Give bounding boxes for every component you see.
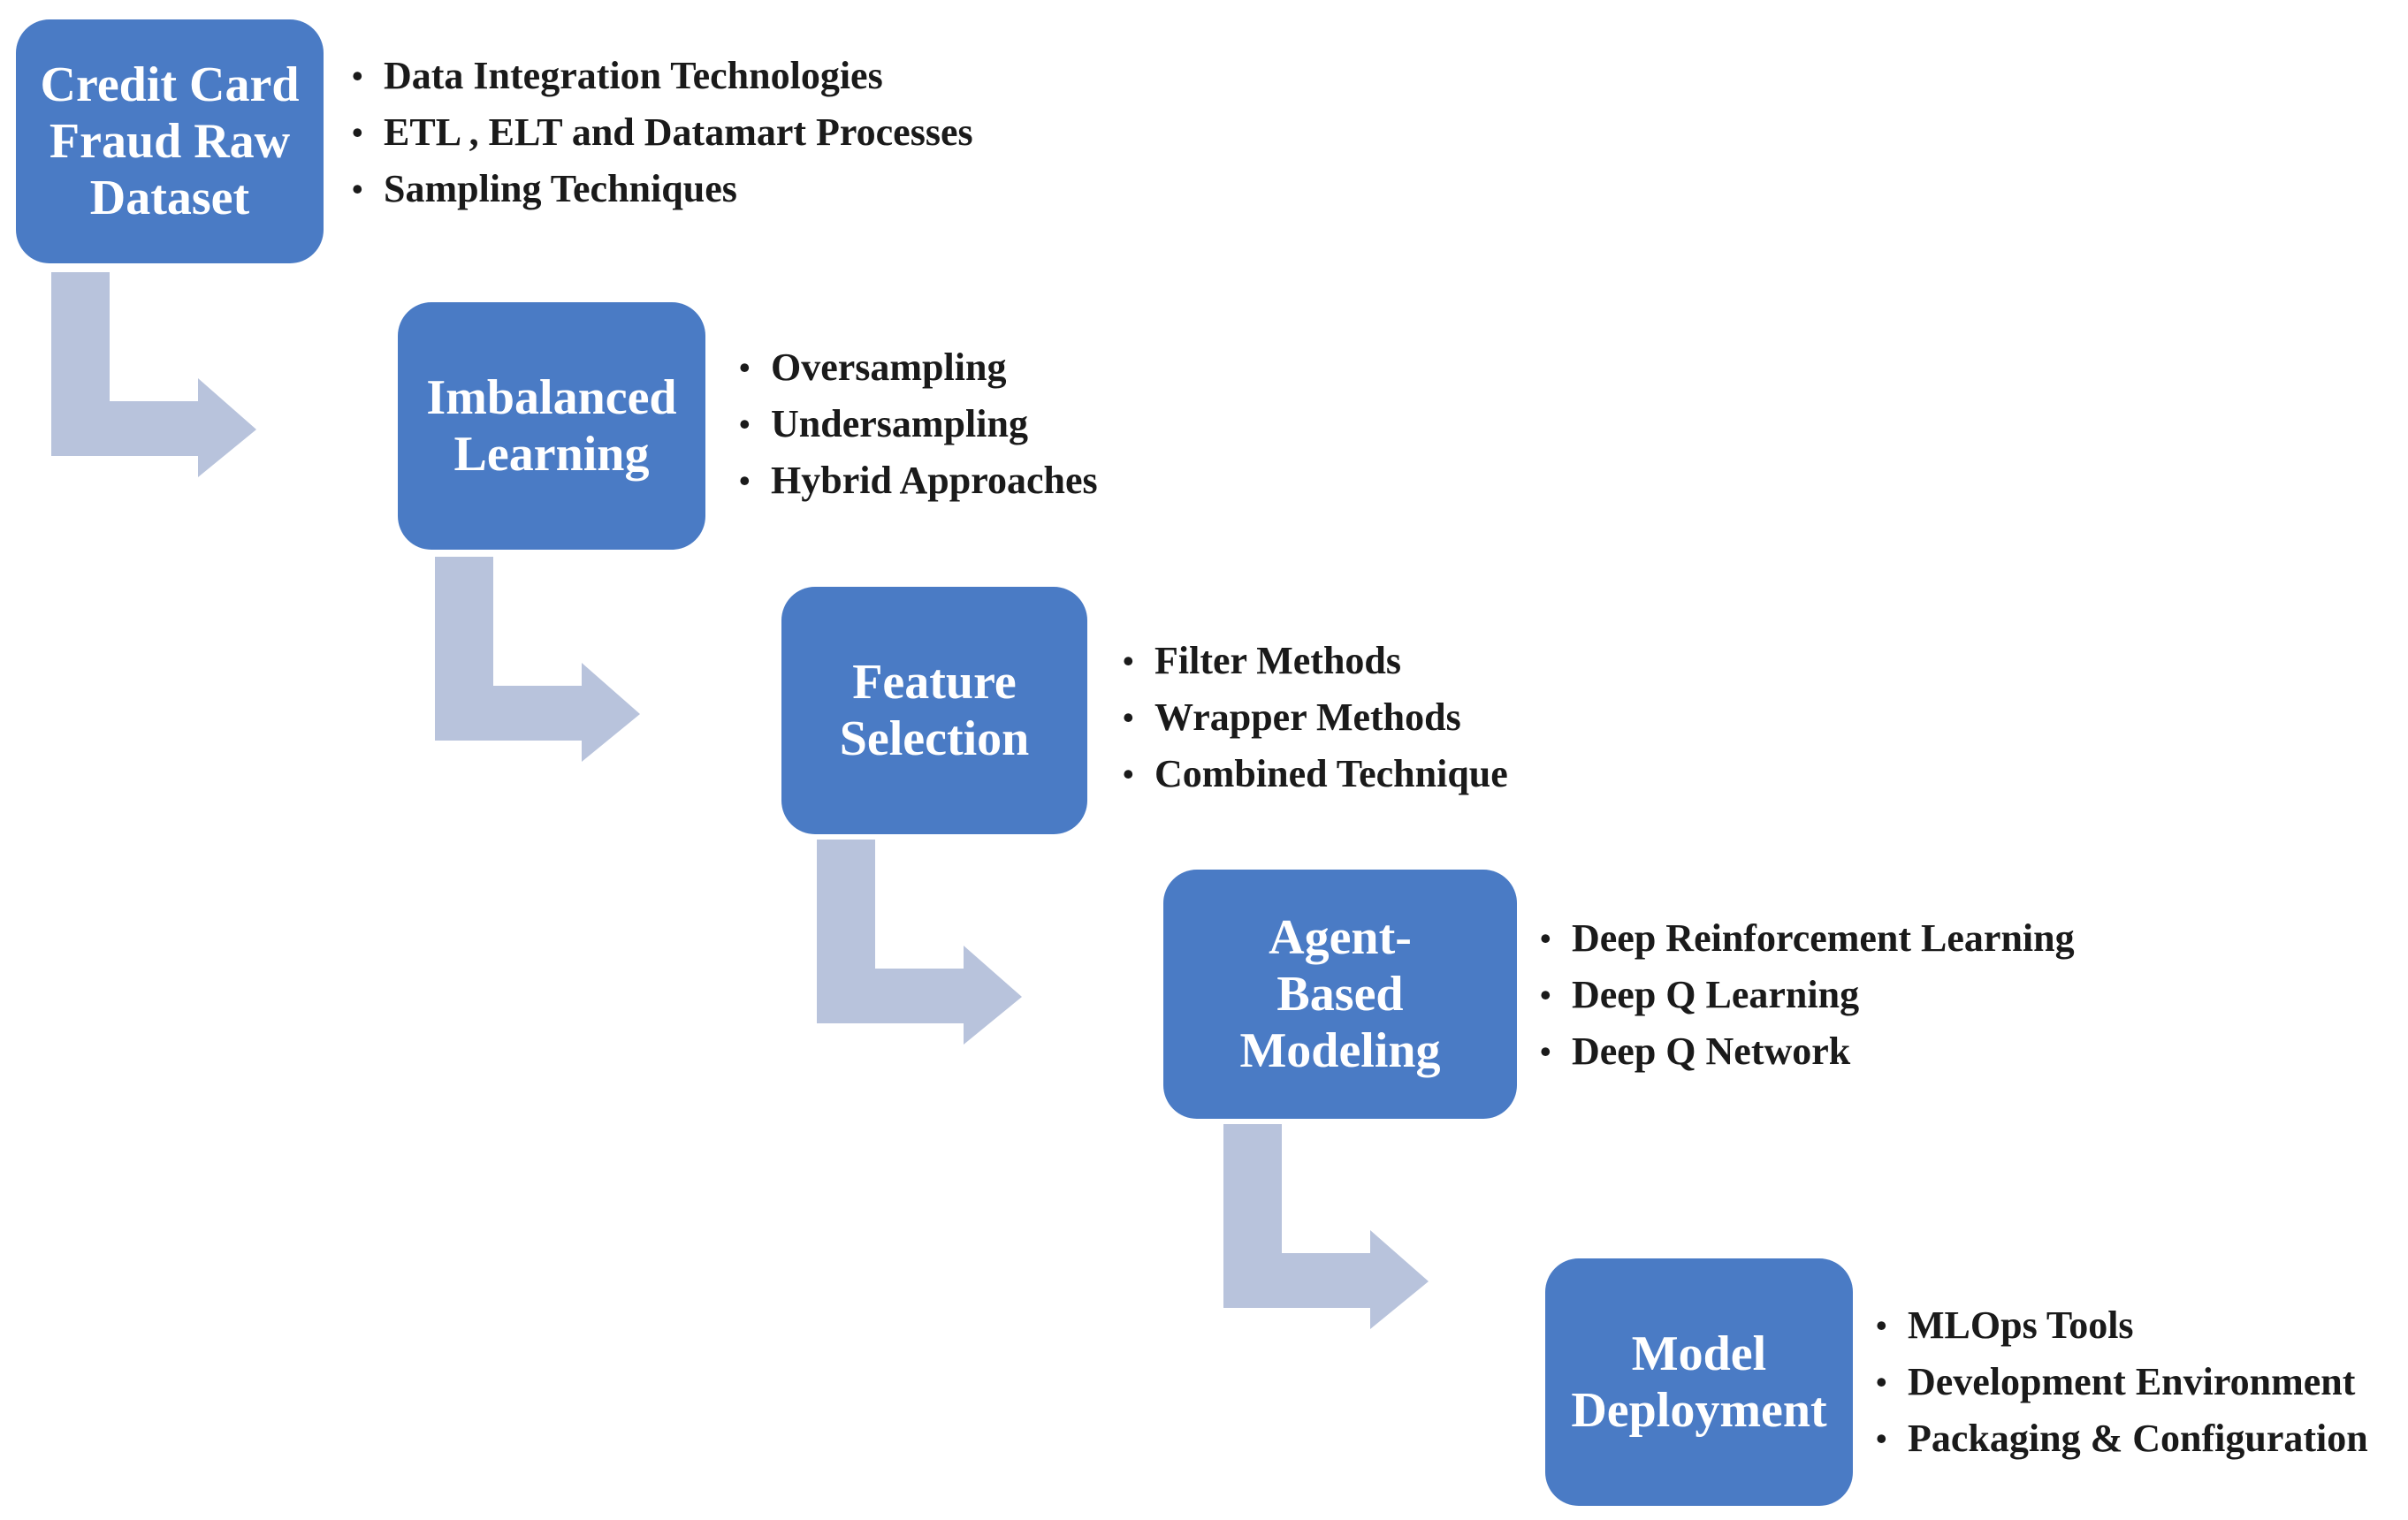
bullet-item: Sampling Techniques bbox=[352, 161, 973, 217]
bullet-item: ETL , ELT and Datamart Processes bbox=[352, 104, 973, 161]
stage-bullets-feature-selection: Filter Methods Wrapper Methods Combined … bbox=[1123, 633, 1508, 802]
flow-arrow-4 bbox=[1223, 1124, 1429, 1329]
bullet-item: Packaging & Configuration bbox=[1876, 1410, 2368, 1467]
stage-title-line: Selection bbox=[839, 711, 1030, 766]
bullet-item: Oversampling bbox=[739, 339, 1098, 396]
bullet-item: Development Environment bbox=[1876, 1354, 2368, 1410]
bullet-item: Undersampling bbox=[739, 396, 1098, 452]
stage-title-line: Agent- bbox=[1269, 910, 1412, 965]
stage-box-raw-dataset: Credit Card Fraud Raw Dataset bbox=[16, 19, 324, 263]
bullet-item: Wrapper Methods bbox=[1123, 689, 1508, 746]
flow-arrow-3 bbox=[817, 840, 1022, 1045]
stage-bullets-model-deployment: MLOps Tools Development Environment Pack… bbox=[1876, 1297, 2368, 1467]
stage-bullets-imbalanced-learning: Oversampling Undersampling Hybrid Approa… bbox=[739, 339, 1098, 509]
stage-box-feature-selection: Feature Selection bbox=[781, 587, 1087, 834]
flow-arrow-1 bbox=[51, 272, 256, 477]
bullet-item: Filter Methods bbox=[1123, 633, 1508, 689]
stage-bullets-agent-based-modeling: Deep Reinforcement Learning Deep Q Learn… bbox=[1540, 910, 2075, 1080]
stage-title-line: Fraud Raw bbox=[49, 114, 291, 169]
stage-bullets-raw-dataset: Data Integration Technologies ETL , ELT … bbox=[352, 48, 973, 217]
bullet-item: Deep Reinforcement Learning bbox=[1540, 910, 2075, 967]
bullet-item: MLOps Tools bbox=[1876, 1297, 2368, 1354]
stage-box-imbalanced-learning: Imbalanced Learning bbox=[398, 302, 705, 550]
stage-title-line: Feature bbox=[852, 655, 1017, 710]
flow-arrow-2 bbox=[435, 557, 640, 762]
stage-title-line: Modeling bbox=[1239, 1023, 1441, 1078]
bullet-item: Combined Technique bbox=[1123, 746, 1508, 802]
bullet-item: Data Integration Technologies bbox=[352, 48, 973, 104]
stage-title-line: Imbalanced bbox=[426, 370, 677, 425]
stage-title-line: Dataset bbox=[89, 171, 250, 225]
bullet-item: Deep Q Learning bbox=[1540, 967, 2075, 1023]
bullet-item: Hybrid Approaches bbox=[739, 452, 1098, 509]
stage-title-line: Based bbox=[1276, 967, 1404, 1022]
bullet-item: Deep Q Network bbox=[1540, 1023, 2075, 1080]
stage-title-line: Learning bbox=[453, 427, 650, 482]
stage-title-line: Deployment bbox=[1571, 1383, 1827, 1438]
stage-box-agent-based-modeling: Agent- Based Modeling bbox=[1163, 870, 1517, 1119]
stage-box-model-deployment: Model Deployment bbox=[1545, 1258, 1853, 1506]
stage-title-line: Credit Card bbox=[40, 57, 300, 112]
stage-title-line: Model bbox=[1631, 1326, 1767, 1381]
